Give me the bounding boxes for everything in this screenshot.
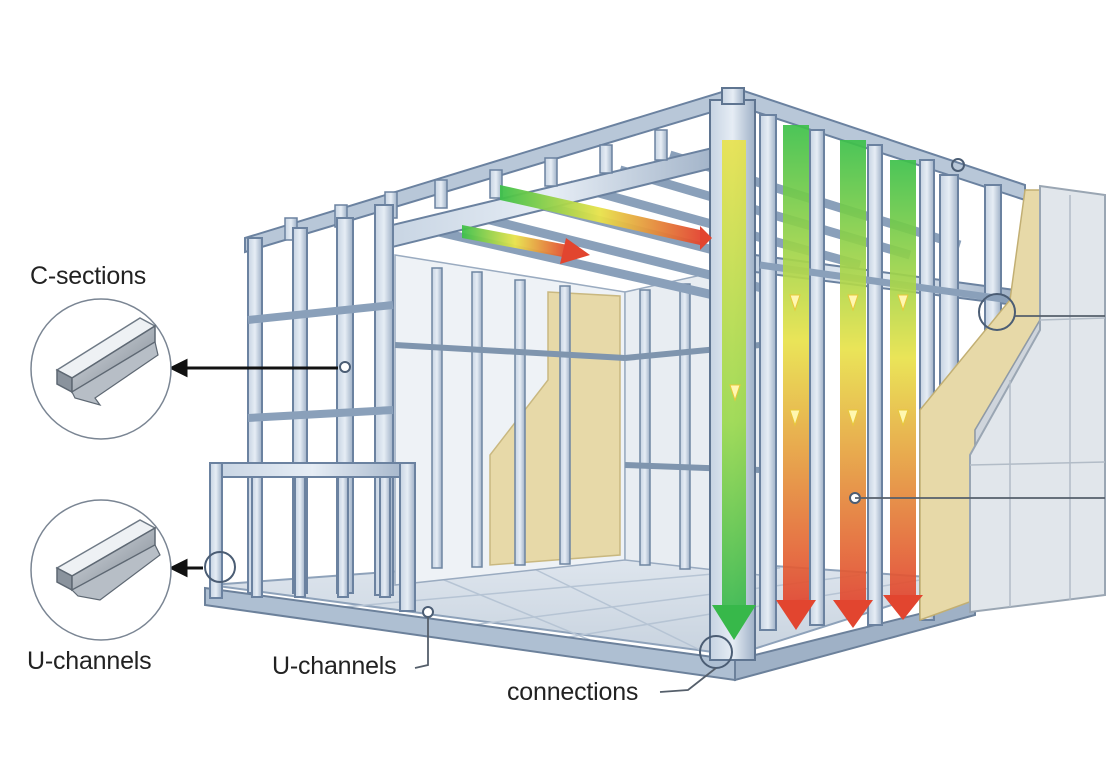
load-arrow-icon — [560, 238, 590, 264]
c-section-profile-icon — [55, 317, 159, 407]
connection-circle-icon — [204, 551, 236, 583]
u-channel-detail — [30, 499, 172, 641]
connection-circle-icon — [339, 361, 351, 373]
load-arrow-icon — [833, 600, 873, 628]
callout-arrows — [168, 358, 338, 578]
label-u-channels-left: U-channels — [27, 647, 152, 675]
back-studs — [431, 267, 691, 570]
load-arrows — [462, 125, 923, 640]
connection-circle-icon — [978, 293, 1016, 331]
cladding-joints — [969, 195, 1106, 607]
load-arrow-icon — [712, 605, 756, 640]
leader-lines — [414, 315, 1105, 693]
label-u-channels-bottom: U-channels — [272, 652, 397, 680]
connection-circle-icon — [951, 158, 965, 172]
c-section-detail — [30, 298, 172, 440]
left-wall-noggings — [247, 301, 394, 422]
connection-circle-icon — [422, 606, 434, 618]
left-wall-frame — [247, 204, 394, 596]
load-arrow-icon — [500, 185, 700, 245]
base-track-right — [734, 598, 976, 682]
load-arrow-icon — [776, 600, 816, 630]
load-arrow-icon — [883, 595, 923, 620]
load-arrow-icon — [462, 225, 568, 258]
front-rail-frame — [209, 462, 416, 612]
right-cladding-panel — [969, 184, 1106, 614]
label-c-sections: C-sections — [30, 262, 147, 290]
u-channel-profile-icon — [55, 519, 161, 601]
load-arrow-icon — [700, 226, 712, 250]
label-connections: connections — [507, 678, 639, 706]
